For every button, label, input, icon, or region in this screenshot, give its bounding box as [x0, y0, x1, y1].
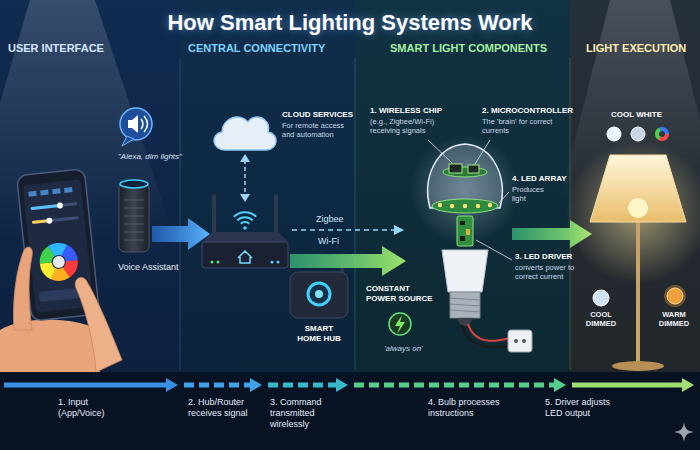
part-name: CONSTANT POWER SOURCE: [366, 284, 438, 303]
column-header: CENTRAL CONNECTIVITY: [188, 42, 325, 55]
part-note: Produces light: [512, 185, 552, 203]
title: How Smart Lighting Systems Work: [0, 10, 700, 36]
part-note: 'always on': [384, 344, 423, 354]
part-name: 4. LED ARRAY: [512, 174, 567, 184]
link-label: Zigbee: [316, 214, 344, 225]
step-label: 1. Input (App/Voice): [58, 397, 108, 419]
device-label: SMART HOME HUB: [295, 324, 343, 343]
column-header: SMART LIGHT COMPONENTS: [390, 42, 547, 55]
cloud-service: CLOUD SERVICESFor remote access and auto…: [210, 106, 357, 152]
column-header: USER INTERFACE: [8, 42, 104, 55]
part-note: The 'brain' for correct currents: [482, 117, 554, 135]
step-label: 4. Bulb processes instructions: [428, 397, 508, 419]
step-label: 2. Hub/Router receives signal: [188, 397, 256, 419]
part-name: 3. LED DRIVER: [515, 252, 572, 262]
step-label: 3. Command transmitted wirelessly: [270, 397, 332, 429]
part-name: 1. WIRELESS CHIP: [370, 106, 442, 116]
device-label: Voice Assistant: [118, 262, 179, 273]
mode-label: COOL WHITE: [611, 110, 662, 120]
link-label: Wi-Fi: [318, 236, 339, 247]
voice-command: "Alexa, dim lights": [118, 152, 182, 162]
service-title: CLOUD SERVICES: [282, 110, 353, 120]
mode-label: COOL DIMMED: [581, 310, 621, 328]
part-note: converts power to correct current: [515, 263, 585, 281]
voice-assistant: "Alexa, dim lights" Voice Assistant: [116, 152, 185, 276]
step-label: 5. Driver adjusts LED output: [545, 397, 625, 419]
mode-label: WARM DIMMED: [654, 310, 694, 328]
service-note: For remote access and automation: [282, 121, 354, 139]
hub-device: SMART HOME HUB: [286, 270, 352, 347]
column-header: LIGHT EXECUTION: [586, 42, 686, 55]
part-note: (e.g., Zigbee/Wi-Fi) receiving signals: [370, 117, 450, 135]
part-name: 2. MICROCONTROLLER: [482, 106, 573, 116]
